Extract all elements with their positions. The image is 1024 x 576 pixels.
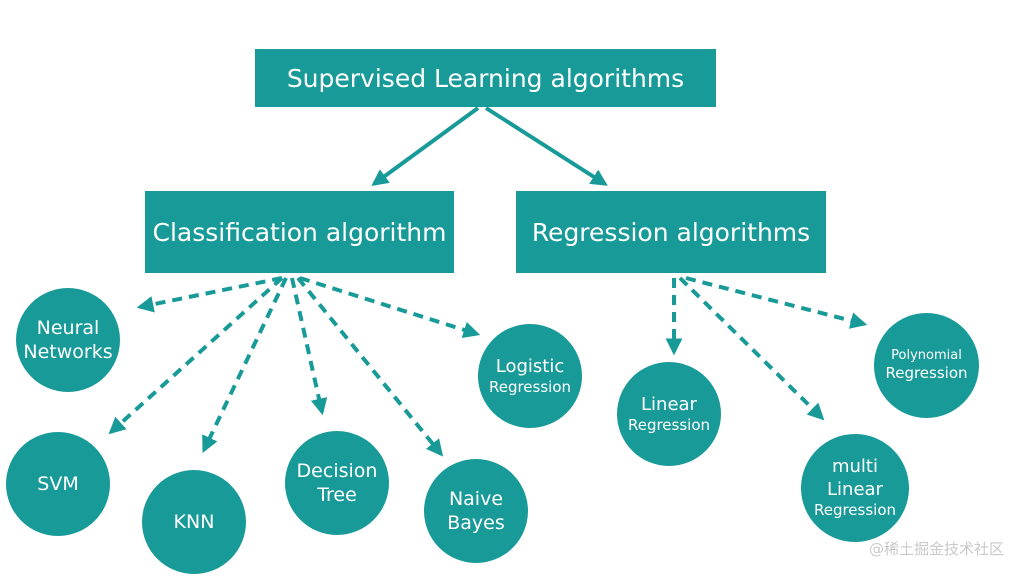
neural-networks-node: Neural Networks	[16, 288, 120, 392]
polynomial-regression-label-line1: Polynomial	[891, 347, 962, 363]
naive-bayes-label-line2: Bayes	[447, 512, 505, 534]
watermark: @稀土掘金技术社区	[868, 540, 1004, 558]
neural-networks-label-line1: Neural	[36, 316, 100, 339]
classification-node: Classification algorithm	[145, 191, 454, 273]
decision-tree-label-line2: Tree	[317, 484, 357, 506]
root-node: Supervised Learning algorithms	[255, 49, 716, 107]
regression-node: Regression algorithms	[516, 191, 826, 273]
naive-bayes-label-line1: Naive	[448, 487, 504, 510]
svm-node: SVM	[6, 432, 110, 536]
multi-linear-regression-node: multi Linear Regression	[801, 434, 909, 542]
polynomial-regression-label-line2: Regression	[885, 364, 968, 383]
polynomial-regression-node: Polynomial Regression	[874, 313, 979, 418]
edge-classification-to-knn	[202, 277, 288, 454]
knn-label: KNN	[173, 510, 215, 533]
edge-classification-to-logistic-regression	[299, 276, 481, 338]
edge-classification-to-naive-bayes	[296, 276, 444, 457]
edge-classification-to-neural-networks	[136, 276, 283, 313]
edge-regression-to-polynomial-regression	[685, 276, 868, 329]
linear-regression-label-line2: Regression	[627, 415, 711, 434]
decision-tree-label-line1: Decision	[296, 459, 378, 482]
knn-node: KNN	[142, 470, 246, 574]
classification-node-label: Classification algorithm	[152, 217, 447, 247]
linear-regression-node: Linear Regression	[617, 362, 721, 466]
svm-label: SVM	[37, 472, 79, 495]
edge-root-to-regression	[484, 106, 608, 186]
multi-linear-regression-label-line1: multi	[831, 456, 878, 478]
logistic-regression-label-line2: Regression	[488, 377, 572, 396]
multi-linear-regression-label-line3: Regression	[813, 501, 897, 520]
naive-bayes-node: Naive Bayes	[424, 459, 528, 563]
edge-classification-to-svm	[108, 276, 284, 435]
neural-networks-label-line2: Networks	[23, 341, 113, 363]
edge-classification-to-decision-tree	[290, 277, 328, 416]
regression-node-label: Regression algorithms	[531, 217, 811, 247]
logistic-regression-node: Logistic Regression	[478, 324, 582, 428]
edge-root-to-classification	[371, 106, 480, 186]
logistic-regression-label-line1: Logistic	[495, 355, 565, 377]
decision-tree-node: Decision Tree	[285, 431, 389, 535]
root-node-label: Supervised Learning algorithms	[286, 63, 685, 93]
multi-linear-regression-label-line2: Linear	[827, 479, 883, 501]
linear-regression-label-line1: Linear	[641, 393, 697, 415]
